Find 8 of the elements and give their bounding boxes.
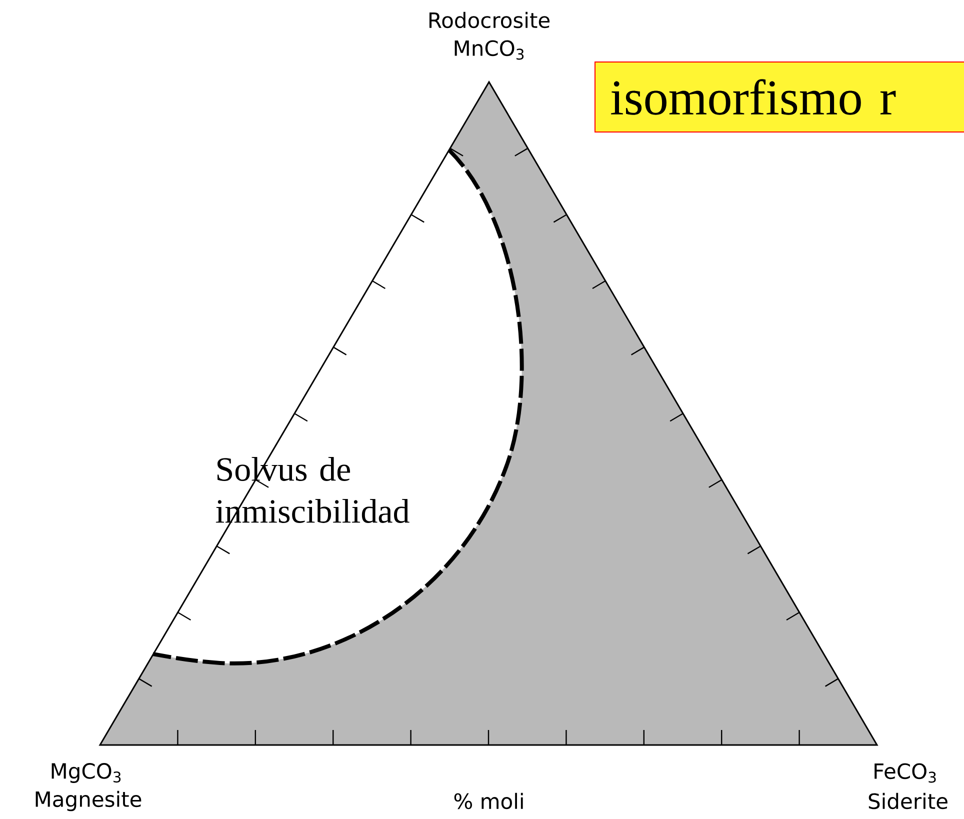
axis-label: Siderite bbox=[868, 792, 948, 810]
axis-label: Rodocrosite bbox=[429, 12, 550, 28]
axis-label: MnCO$_{3}$ bbox=[454, 40, 524, 60]
axis-label: MgCO$_{3}$ bbox=[52, 763, 121, 783]
axis-label: FeCO$_{3}$ bbox=[874, 763, 936, 783]
axis-label: % moli bbox=[454, 792, 523, 810]
axis-label: Magnesite bbox=[36, 790, 142, 812]
title-box: isomorfismo r bbox=[594, 62, 964, 132]
